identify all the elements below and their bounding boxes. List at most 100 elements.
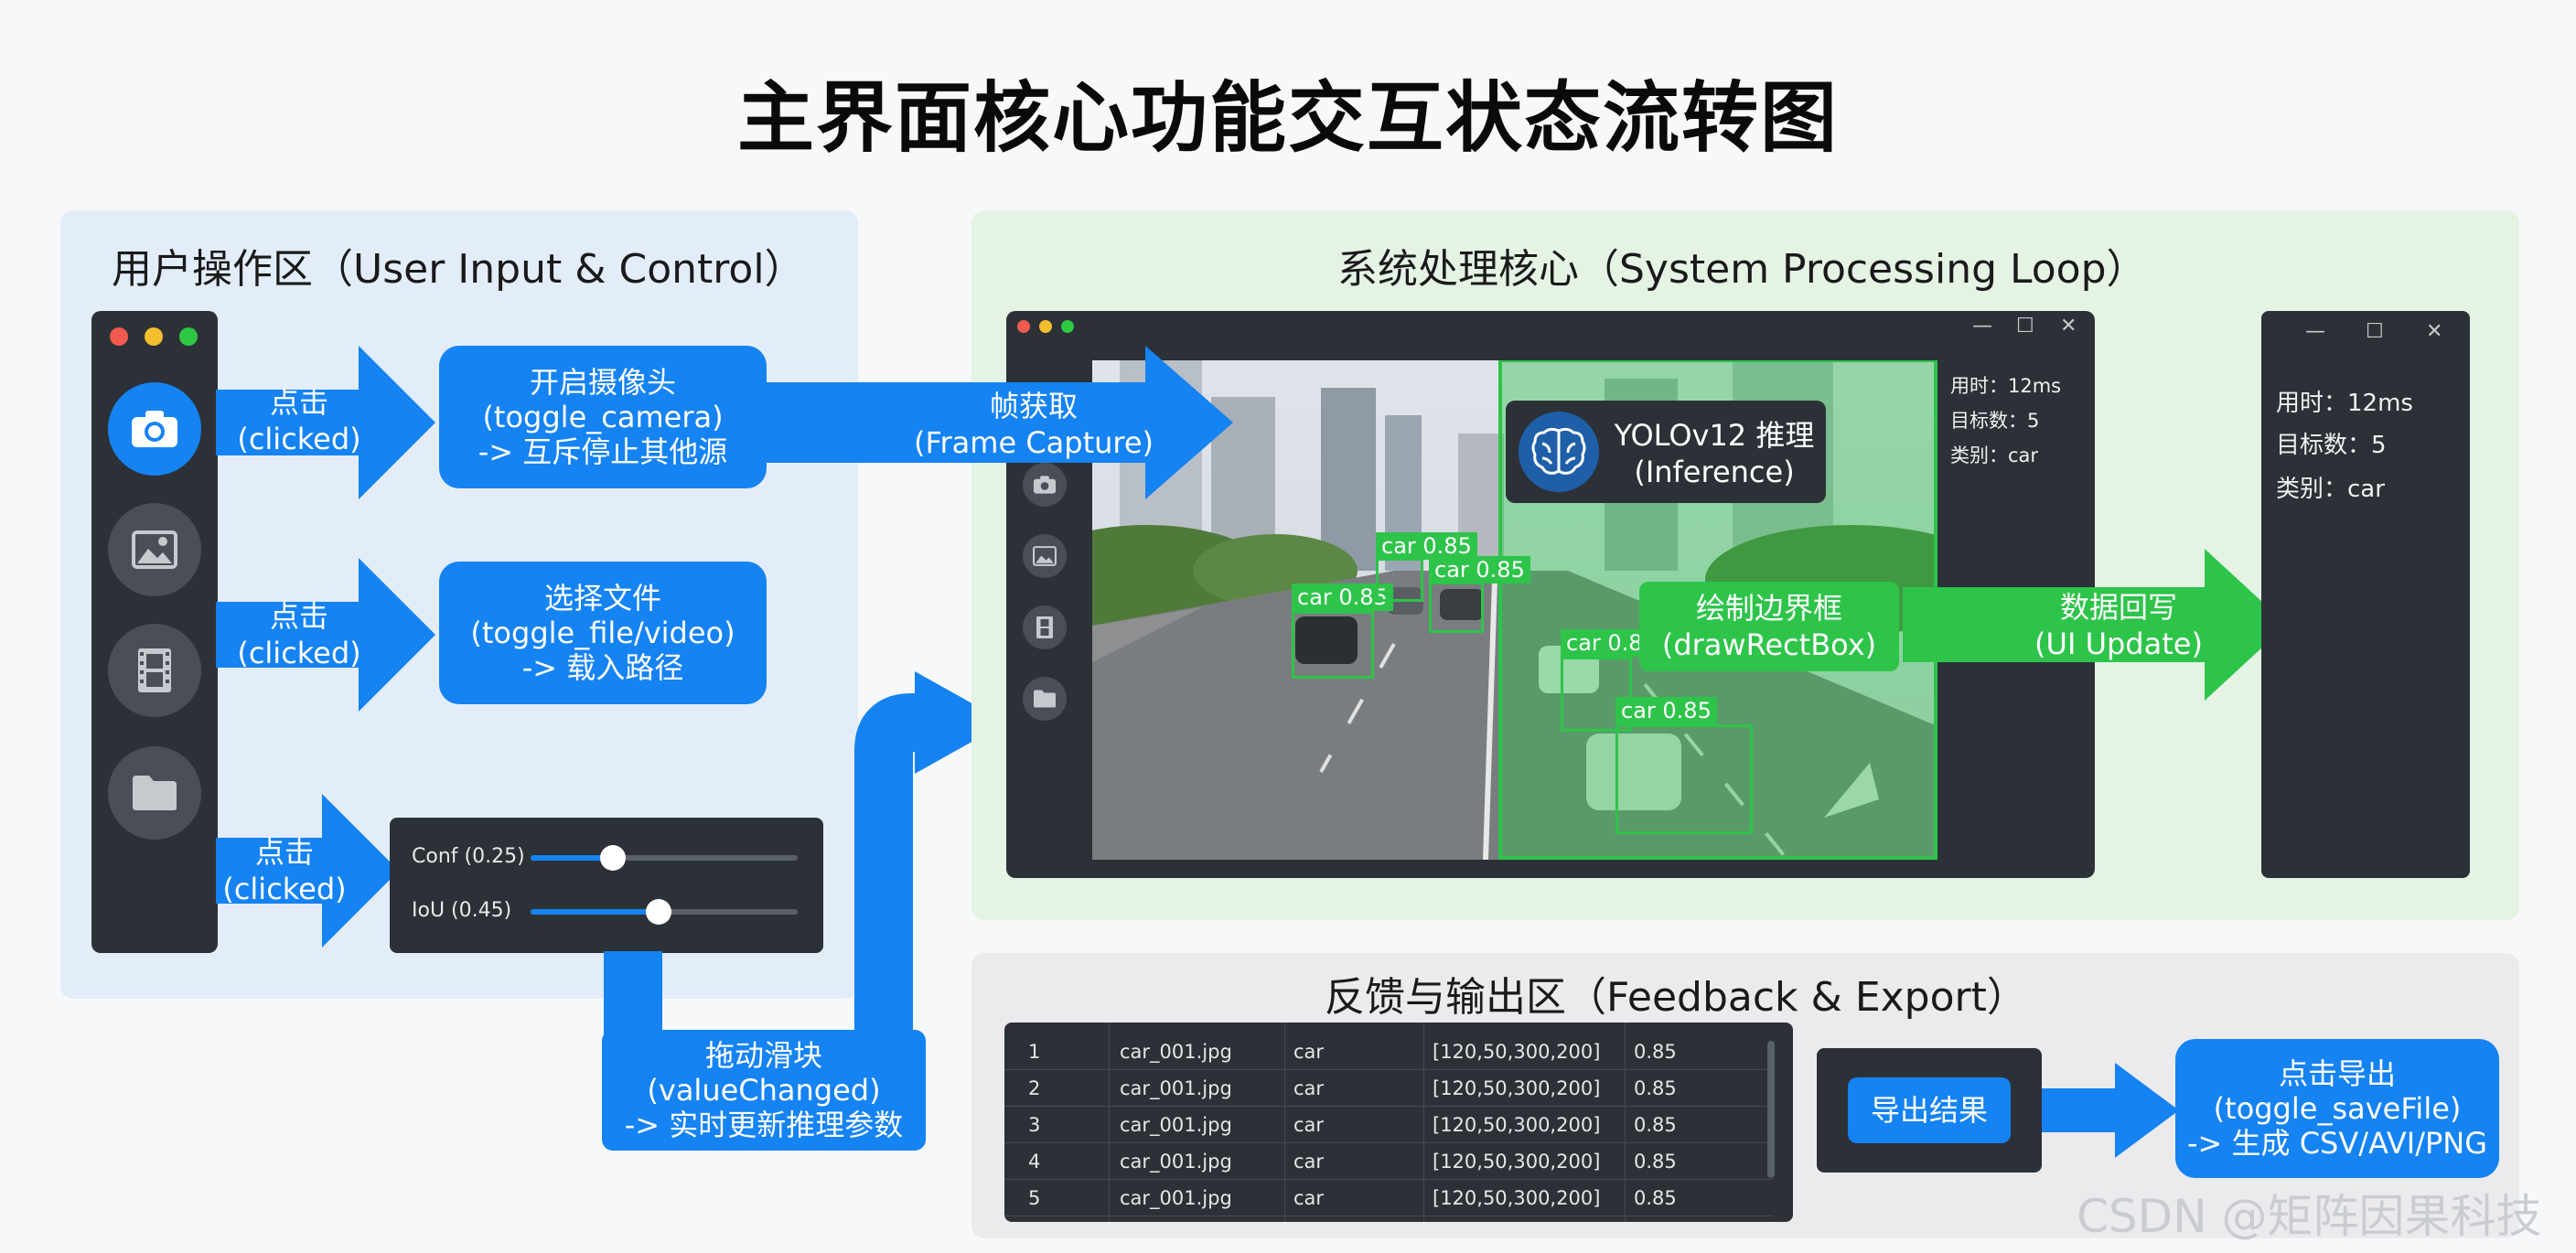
camera-icon [132,411,177,447]
frame-capture-label: 帧获取(Frame Capture) [913,389,1154,460]
table-row[interactable]: 5 car_001.jpg car [120,50,300,200] 0.85 [1004,1180,1773,1216]
stat-count: 目标数：5 [2276,432,2387,459]
app-maximize-dot[interactable] [1061,320,1074,333]
app-minimize-icon[interactable]: — [1972,315,1992,337]
film-icon [1036,616,1053,638]
table-scrollbar[interactable] [1767,1041,1775,1178]
cell-class: car [1293,1077,1325,1099]
app-folder-button[interactable] [1023,677,1067,721]
click-arrow-3 [216,794,399,948]
cell-bbox: [120,50,300,200] [1433,1187,1601,1209]
video-button[interactable] [108,624,201,717]
click-label-1: 点击(clicked) [237,385,361,456]
cell-file: car_001.jpg [1120,1114,1232,1136]
ui-update-arrow [1903,549,2287,701]
click-arrow-1 [216,346,435,499]
cell-conf: 0.85 [1634,1114,1677,1136]
conf-slider-label: Conf (0.25) [412,845,525,868]
app-close-dot[interactable] [1017,320,1030,333]
app-camera-button[interactable] [1023,463,1067,507]
cell-class: car [1293,1187,1325,1209]
app-minimize-dot[interactable] [1039,320,1052,333]
cell-bbox: [120,50,300,200] [1433,1041,1601,1063]
cell-index: 3 [1028,1114,1041,1136]
stat-count-small: 目标数：5 [1950,410,2040,432]
cell-index: 4 [1028,1151,1041,1173]
cell-conf: 0.85 [1634,1041,1677,1063]
cell-index: 5 [1028,1187,1041,1209]
window-close-dot[interactable] [110,327,128,346]
table-divider [1625,1023,1626,1222]
toggle-camera-box: 开启摄像头 (toggle_camera) -> 互斥停止其他源 [439,346,767,488]
window-minimize-dot[interactable] [145,327,163,346]
cell-class: car [1293,1114,1325,1136]
table-row[interactable]: 1 car_001.jpg car [120,50,300,200] 0.85 [1004,1033,1773,1070]
table-row[interactable]: 3 car_001.jpg car [120,50,300,200] 0.85 [1004,1107,1773,1143]
stats-restore-icon[interactable]: ☐ [2366,320,2384,343]
window-maximize-dot[interactable] [179,327,198,346]
cell-file: car_001.jpg [1120,1187,1232,1209]
export-arrow [2042,1063,2179,1158]
cell-file: car_001.jpg [1120,1077,1232,1099]
detection-box-3 [1429,582,1484,633]
feedback-panel-title: 反馈与输出区（Feedback & Export） [1325,974,2027,1021]
conf-slider-track[interactable] [531,855,798,861]
cell-class: car [1293,1041,1325,1063]
image-icon [132,530,177,569]
conf-slider-knob[interactable] [600,845,626,871]
detection-box-4 [1561,657,1632,732]
app-video-button[interactable] [1023,605,1067,649]
film-icon [138,648,171,692]
value-changed-box: 拖动滑块 (valueChanged) -> 实时更新推理参数 [602,1030,926,1151]
iou-slider-fill [531,909,659,915]
brain-icon [1531,427,1586,475]
app-restore-icon[interactable]: ☐ [2016,315,2034,337]
export-results-button[interactable]: 导出结果 [1848,1077,2011,1143]
cell-bbox: [120,50,300,200] [1433,1151,1601,1173]
cell-class: car [1293,1151,1325,1173]
folder-icon [1034,690,1056,708]
app-close-icon[interactable]: ✕ [2060,315,2077,337]
detection-box-5 [1615,724,1753,834]
cell-index: 1 [1028,1041,1041,1063]
app-image-button[interactable] [1023,534,1067,578]
stat-class-small: 类别：car [1950,444,2039,466]
table-divider [1423,1023,1424,1222]
draw-rect-box: 绘制边界框(drawRectBox) [1639,582,1899,671]
result-stats-window [2261,311,2470,878]
table-row[interactable]: 2 car_001.jpg car [120,50,300,200] 0.85 [1004,1070,1773,1107]
click-label-3: 点击(clicked) [222,835,347,906]
detection-box-2 [1376,558,1423,602]
cell-conf: 0.85 [1634,1187,1677,1209]
cell-file: car_001.jpg [1120,1041,1232,1063]
save-file-box: 点击导出 (toggle_saveFile) -> 生成 CSV/AVI/PNG [2175,1039,2499,1178]
table-divider [1284,1023,1285,1222]
cell-conf: 0.85 [1634,1151,1677,1173]
detection-label-4: car 0.8 [1561,629,1648,657]
cell-file: car_001.jpg [1120,1151,1232,1173]
camera-icon [1033,476,1057,494]
cell-index: 2 [1028,1077,1041,1099]
detection-box-1 [1292,611,1374,679]
detection-label-5: car 0.85 [1615,697,1717,724]
image-button[interactable] [108,503,201,596]
detection-label-2: car 0.85 [1376,532,1477,560]
stat-class: 类别：car [2276,476,2385,503]
stat-time: 用时：12ms [2276,390,2413,417]
stats-minimize-icon[interactable]: — [2305,320,2325,343]
image-icon [1033,546,1057,566]
iou-slider-knob[interactable] [646,899,671,925]
camera-button[interactable] [108,382,201,476]
system-panel-title: 系统处理核心（System Processing Loop） [1337,246,2147,293]
cell-conf: 0.85 [1634,1077,1677,1099]
click-label-2: 点击(clicked) [237,599,361,670]
folder-button[interactable] [108,746,201,840]
frame-capture-arrow [767,346,1233,499]
table-divider [1109,1023,1110,1222]
table-row[interactable]: 4 car_001.jpg car [120,50,300,200] 0.85 [1004,1143,1773,1180]
toggle-file-box: 选择文件 (toggle_file/video) -> 载入路径 [439,562,767,704]
results-table: 1 car_001.jpg car [120,50,300,200] 0.85 … [1004,1023,1793,1222]
iou-slider-label: IoU (0.45) [412,899,512,922]
stats-close-icon[interactable]: ✕ [2426,320,2443,343]
threshold-slider-panel [390,818,823,953]
